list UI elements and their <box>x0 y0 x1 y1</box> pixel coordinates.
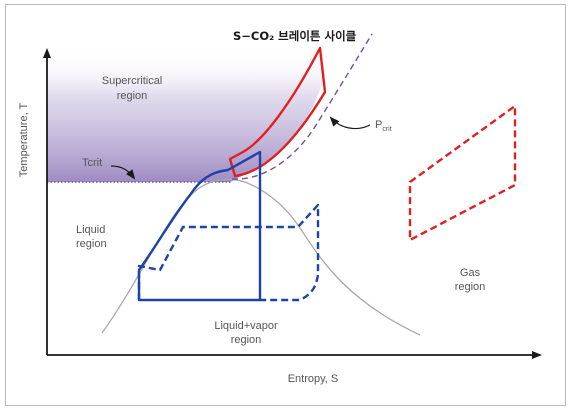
supercritical-region-label-1: Supercritical <box>102 75 163 87</box>
two-phase-region-label-2: region <box>231 334 262 346</box>
liquid-region-label-1: Liquid <box>76 224 105 236</box>
pcrit-arrow <box>329 116 371 130</box>
supercritical-region-fill <box>47 50 330 182</box>
tcrit-arrow <box>110 165 136 180</box>
red-cycle-dashed <box>408 104 517 242</box>
pcrit-isobar <box>231 33 373 180</box>
x-axis-label: Entropy, S <box>288 373 339 385</box>
supercritical-region-label-2: region <box>117 90 148 102</box>
tcrit-label: Tcrit <box>82 157 102 169</box>
liquid-region-label-2: region <box>76 238 107 250</box>
gas-region-label-1: Gas <box>460 267 481 279</box>
diagram-title: S−CO₂ 브레이튼 사이클 <box>233 29 357 43</box>
gas-region-label-2: region <box>455 281 486 293</box>
pcrit-label: Pcrit <box>375 119 392 133</box>
y-axis-label: Temperature, T <box>18 103 30 178</box>
two-phase-region-label-1: Liquid+vapor <box>214 320 278 332</box>
blue-cycle-solid <box>137 150 262 302</box>
blue-cycle-dashed <box>137 203 320 302</box>
